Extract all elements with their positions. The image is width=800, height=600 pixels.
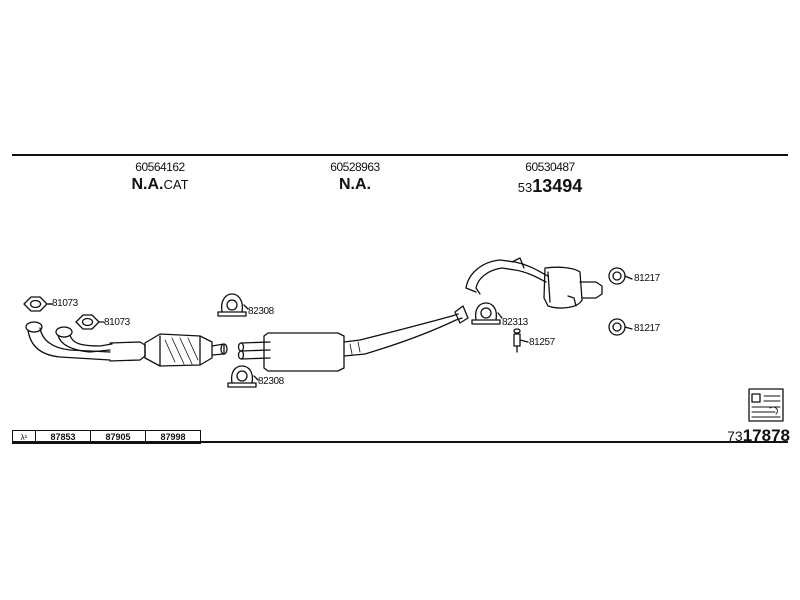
lambda-cell: λ¹ <box>13 431 36 443</box>
clamp-icon <box>227 365 257 388</box>
ring-icon <box>608 267 626 285</box>
clamp-callout: 82313 <box>502 317 528 328</box>
reference-cell: 87998 <box>160 432 186 442</box>
diagram-id-number: 17878 <box>742 426 790 445</box>
rear-code-bold: 13494 <box>532 176 583 196</box>
ring-callout: 81217 <box>634 323 660 334</box>
diagram-id-prefix: 73 <box>727 428 743 444</box>
catalytic-converter-icon <box>144 333 228 367</box>
top-divider <box>12 154 788 156</box>
rear-code-prefix: 53 <box>517 180 533 195</box>
reference-cell: 87853 <box>36 431 91 443</box>
gasket-callout: 81073 <box>52 298 78 309</box>
rubber-mount-callout: 81257 <box>529 337 555 348</box>
front-part-number: 60564162 <box>135 160 185 174</box>
reference-table: λ¹ 87853 87905 87998 <box>12 430 201 444</box>
front-code-bold: N.A. <box>131 176 164 193</box>
rear-section-header: 60530487 5313494 <box>500 160 600 197</box>
front-part-code: N.A.CAT <box>110 176 210 194</box>
clamp-callout: 82308 <box>248 306 274 317</box>
clamp-icon <box>471 302 501 325</box>
middle-part-number: 60528963 <box>330 160 380 174</box>
front-section-header: 60564162 N.A.CAT <box>110 160 210 194</box>
ring-callout: 81217 <box>634 273 660 284</box>
diagram-id: 7317878 <box>727 426 790 446</box>
clamp-callout: 82308 <box>258 376 284 387</box>
front-code-suffix: CAT <box>163 177 189 192</box>
bottom-divider <box>12 441 788 443</box>
document-icon <box>748 388 784 422</box>
rubber-mount-icon <box>513 328 521 353</box>
rear-muffler-icon <box>465 257 603 309</box>
middle-section-header: 60528963 N.A. <box>305 160 405 194</box>
ring-icon <box>608 318 626 336</box>
middle-silencer-icon <box>237 305 469 372</box>
middle-part-code: N.A. <box>339 176 371 193</box>
clamp-icon <box>217 293 247 317</box>
gasket-callout: 81073 <box>104 317 130 328</box>
gasket-icon <box>75 314 100 330</box>
rear-part-number: 60530487 <box>525 160 575 174</box>
rear-part-code: 5313494 <box>500 176 600 197</box>
reference-cell: 87905 <box>91 431 146 443</box>
